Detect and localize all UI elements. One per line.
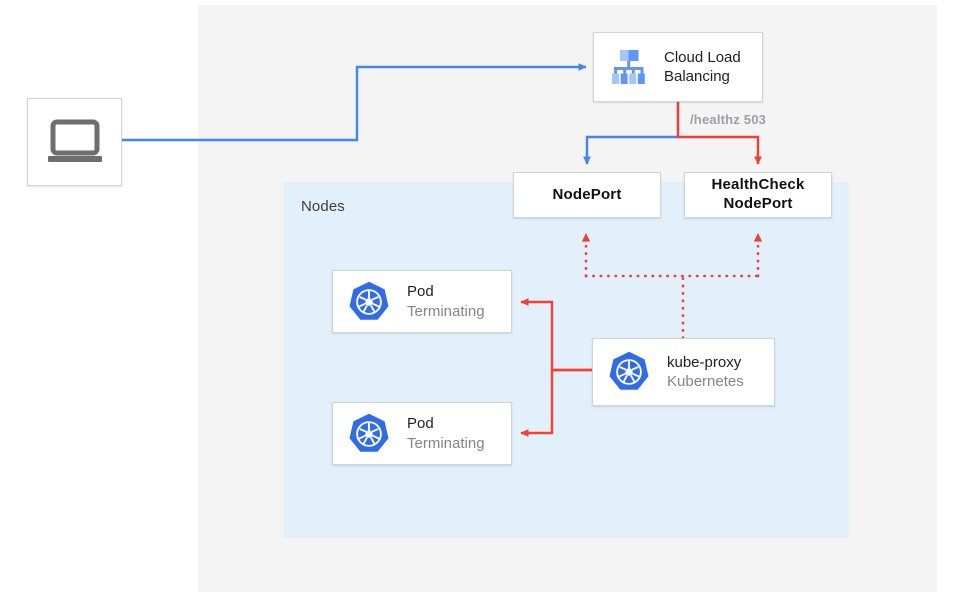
healthcheck-nodeport-label-line1: HealthCheck: [711, 176, 805, 194]
healthcheck-nodeport-label: HealthCheck NodePort: [711, 176, 804, 214]
pod-terminating-1-subtitle: Terminating: [407, 302, 485, 320]
kube-proxy-title: kube-proxy: [667, 353, 742, 371]
pod-terminating-2-title: Pod: [407, 415, 434, 432]
nodeport-label: NodePort: [552, 185, 622, 203]
healthcheck-nodeport-node[interactable]: HealthCheck NodePort: [684, 172, 832, 218]
nodeport-node[interactable]: NodePort: [513, 172, 661, 218]
laptop-icon: [47, 119, 102, 162]
healthcheck-nodeport-label-line2: NodePort: [723, 195, 793, 212]
client-laptop-node[interactable]: [27, 98, 122, 186]
kubernetes-icon: [349, 413, 389, 452]
nodes-group-label: Nodes: [301, 198, 345, 215]
pod-terminating-1-node[interactable]: Pod Terminating: [332, 270, 512, 333]
cloud-load-balancing-label-group: Cloud Load Balancing: [664, 48, 741, 87]
cloud-load-balancing-label-line2: Balancing: [664, 68, 730, 85]
kubernetes-icon: [349, 281, 389, 320]
pod-terminating-1-title: Pod: [407, 283, 434, 300]
cloud-load-balancing-label-line1: Cloud Load: [664, 48, 741, 66]
pod-terminating-2-label-group: Pod Terminating: [407, 414, 485, 453]
pod-terminating-1-label-group: Pod Terminating: [407, 282, 485, 321]
kube-proxy-label-group: kube-proxy Kubernetes: [667, 353, 744, 392]
edge-label-healthz: /healthz 503: [690, 112, 767, 127]
cloud-load-balancing-icon: [612, 50, 645, 84]
kubernetes-icon: [609, 351, 649, 390]
kube-proxy-subtitle: Kubernetes: [667, 373, 744, 390]
pod-terminating-2-subtitle: Terminating: [407, 434, 485, 452]
pod-terminating-2-node[interactable]: Pod Terminating: [332, 402, 512, 465]
cloud-load-balancing-node[interactable]: Cloud Load Balancing: [593, 32, 763, 102]
kube-proxy-node[interactable]: kube-proxy Kubernetes: [592, 338, 775, 406]
